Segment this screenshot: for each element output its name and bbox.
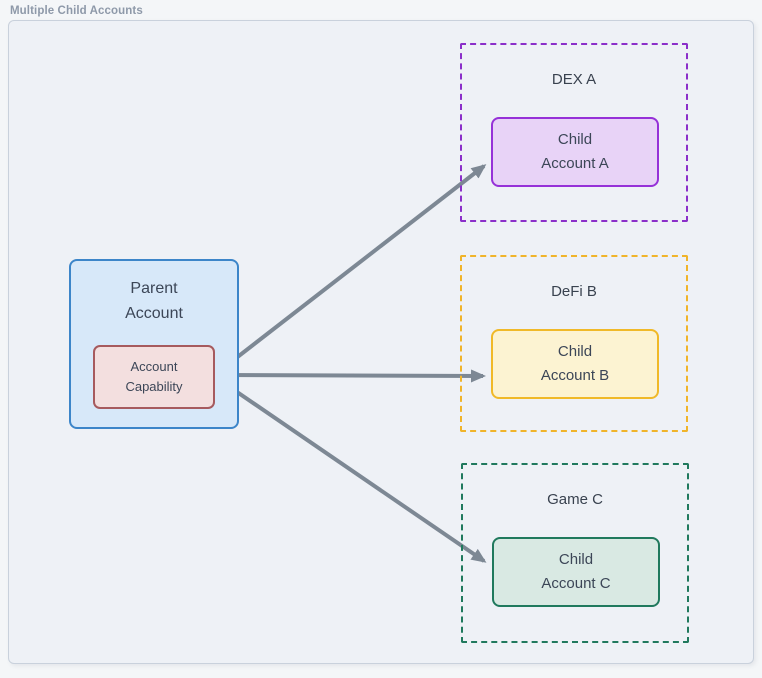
arrow-capability-to-child-c — [219, 379, 487, 563]
arrow-capability-to-child-b — [220, 369, 486, 383]
child-account-a-label: Child Account A — [541, 131, 609, 172]
child-account-c-label: Child Account C — [541, 551, 611, 592]
group-dex-a-label: DEX A — [551, 71, 597, 88]
parent-account-label: Parent Account — [125, 280, 183, 322]
account-capability-label: Account Capability — [125, 359, 183, 394]
group-defi-b: DeFi B Child Account B — [460, 255, 688, 432]
diagram-canvas: Parent Account Account Capability DEX A … — [8, 20, 754, 664]
child-account-b-label: Child Account B — [540, 343, 610, 384]
account-capability-box[interactable]: Account Capability — [93, 345, 215, 409]
child-account-b-box[interactable]: Child Account B — [491, 329, 659, 399]
group-defi-b-label: DeFi B — [551, 283, 597, 300]
child-account-c-box[interactable]: Child Account C — [492, 537, 660, 607]
arrow-capability-to-child-a — [220, 164, 487, 371]
group-game-c-label: Game C — [547, 491, 603, 508]
child-account-a-box[interactable]: Child Account A — [491, 117, 659, 187]
group-game-c: Game C Child Account C — [461, 463, 689, 643]
diagram-title: Multiple Child Accounts — [10, 5, 143, 17]
group-dex-a: DEX A Child Account A — [460, 43, 688, 222]
